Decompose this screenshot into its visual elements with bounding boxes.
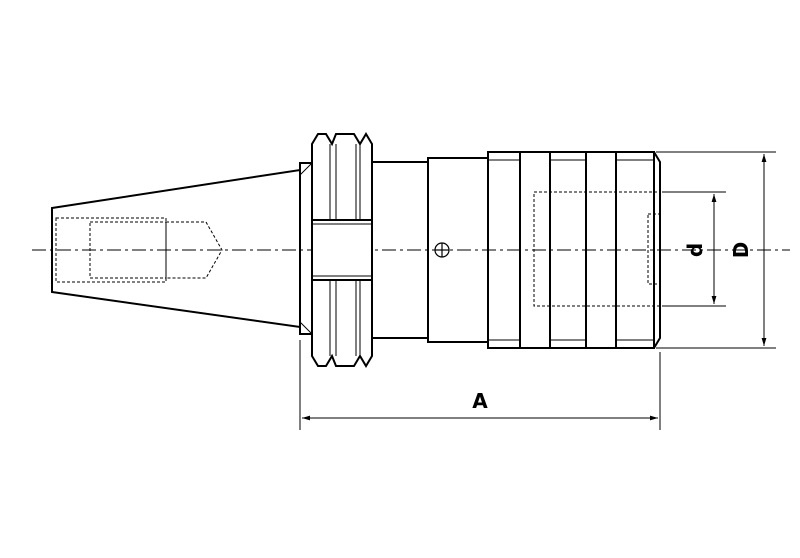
dimension-d-label: d xyxy=(683,243,707,257)
dimension-length xyxy=(299,340,661,430)
flange xyxy=(311,132,373,368)
dimension-inner-diameter xyxy=(662,191,726,307)
taper-hidden-bore xyxy=(55,217,223,283)
collet-hidden-bore xyxy=(533,191,661,307)
set-screw-icon xyxy=(434,242,450,258)
taper-shank xyxy=(51,162,313,335)
dimension-a-label: A xyxy=(472,389,488,413)
dimension-D-label: D xyxy=(729,242,753,259)
dimension-outer-diameter xyxy=(656,151,776,349)
